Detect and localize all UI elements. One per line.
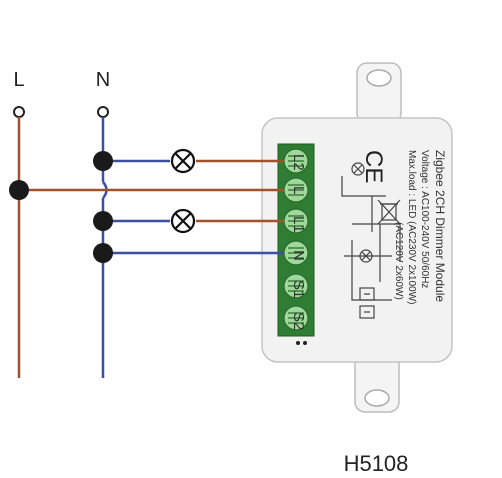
terminal-label-l1: L1 [290,216,307,233]
screw-terminal [283,240,309,266]
junction-dot [93,243,113,263]
terminal-label-l: L [290,186,307,194]
lamp-icon [170,208,196,234]
terminal-label-s2: S2 [290,312,307,330]
terminal-label-l2: L2 [290,154,307,171]
model-label: H5108 [344,451,409,476]
indicator-dot [303,341,307,345]
terminal-block [277,143,315,337]
module-max-load: Max.load : LED (AC230V 2x100W) [406,150,417,305]
neutral-label: N [96,69,110,91]
live-rail [13,106,25,378]
screw-terminal [283,305,309,331]
module-mount-tab-top [356,62,402,124]
svg-text:CE: CE [360,150,387,183]
module-max-load-alt: (AC120V 2x60W) [393,222,404,300]
live-label: L [13,69,24,91]
ce-mark-icon: CE [360,150,387,183]
internal-schematic [341,162,401,319]
module-voltage: Voltage : AC100-240V 50/60Hz [419,150,430,288]
terminal-label-s1: S1 [290,280,307,298]
module-label-group: Zigbee 2CH Dimmer Module Voltage : AC100… [290,150,447,330]
junction-dot [9,180,29,200]
junction-dot [93,151,113,171]
indicator-dot [296,341,300,345]
lamp-icon [170,148,196,174]
terminal-label-n: N [290,250,307,261]
module-title: Zigbee 2CH Dimmer Module [433,150,447,302]
screw-terminal [283,273,309,299]
weee-bin-icon [377,199,401,225]
neutral-rail [97,106,109,378]
junction-dot [93,211,113,231]
